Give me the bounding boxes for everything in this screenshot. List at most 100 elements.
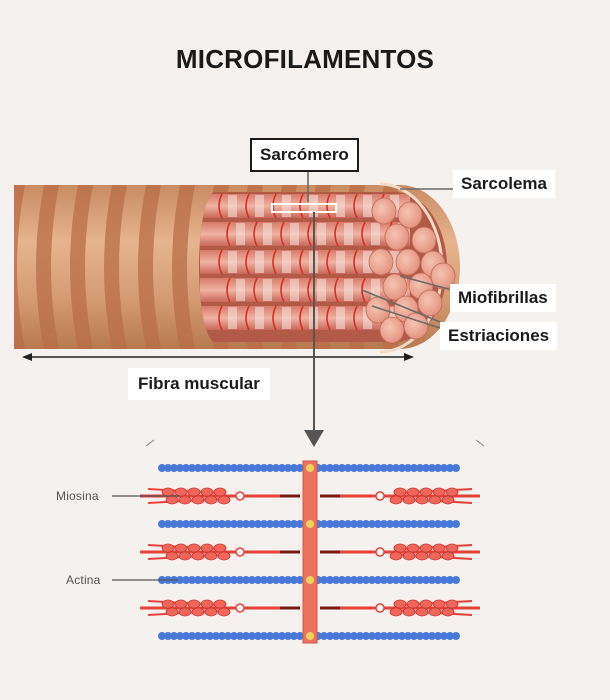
label-actina: Actina (66, 573, 101, 587)
actin-bead (326, 632, 334, 640)
myosin-head (217, 495, 231, 505)
actin-bead (188, 520, 196, 528)
actin-bead (272, 464, 280, 472)
light-band (228, 251, 237, 273)
myosin-head (174, 599, 188, 609)
light-band (317, 279, 326, 301)
myosin-head (402, 495, 416, 505)
actin-bead (266, 464, 274, 472)
actin-bead (224, 520, 232, 528)
myosin-head (402, 607, 416, 617)
actin-bead (194, 464, 202, 472)
actin-bead (170, 632, 178, 640)
fiber-length-arrow (22, 353, 414, 361)
actin-bead (368, 576, 376, 584)
striation-line (299, 305, 304, 331)
actin-bead (284, 520, 292, 528)
actin-bead (380, 632, 388, 640)
striation-line (280, 221, 285, 247)
actin-bead (374, 576, 382, 584)
myofibril-end (371, 197, 397, 225)
actin-bead (416, 632, 424, 640)
myosin-head (161, 599, 175, 609)
light-band (236, 279, 245, 301)
actin-bead (440, 576, 448, 584)
actin-bead (446, 520, 454, 528)
actin-bead (206, 520, 214, 528)
actin-bead (158, 520, 166, 528)
myosin-head (204, 551, 218, 561)
light-band (344, 279, 353, 301)
label-sarcomero: Sarcómero (250, 138, 359, 172)
actin-bead (434, 520, 442, 528)
actin-bead (254, 576, 262, 584)
actin-bead (212, 576, 220, 584)
light-band (363, 251, 372, 273)
actin-bead (386, 632, 394, 640)
actin-bead (248, 576, 256, 584)
striation-line (245, 305, 250, 331)
actin-bead (422, 576, 430, 584)
actin-bead (230, 576, 238, 584)
actin-bead (380, 464, 388, 472)
myosin-ring (375, 603, 385, 613)
actin-bead (242, 632, 250, 640)
actin-bead (206, 464, 214, 472)
light-band (390, 251, 399, 273)
myosin-head (204, 607, 218, 617)
striation-line (326, 193, 331, 219)
actin-bead (230, 520, 238, 528)
light-band (336, 195, 345, 217)
actin-bead (296, 576, 304, 584)
actin-bead (338, 520, 346, 528)
striation-line (218, 305, 223, 331)
light-band (228, 195, 237, 217)
striation-line (334, 221, 339, 247)
actin-bead (386, 464, 394, 472)
striation-line (326, 305, 331, 331)
actin-bead (290, 520, 298, 528)
striation-line (307, 221, 312, 247)
actin-bead (296, 520, 304, 528)
fiber-band (138, 185, 161, 349)
label-fibra-muscular: Fibra muscular (128, 368, 270, 400)
actin-bead (272, 576, 280, 584)
actin-bead (326, 520, 334, 528)
myosin-head (178, 551, 192, 561)
actin-bead (392, 632, 400, 640)
actin-bead (266, 632, 274, 640)
striation-line (334, 277, 339, 303)
actin-bead (230, 632, 238, 640)
myosin-head (389, 607, 403, 617)
actin-bead (440, 520, 448, 528)
myofibril-end (430, 262, 456, 290)
actin-bead (260, 464, 268, 472)
myosin-head (406, 487, 420, 497)
actin-bead (386, 576, 394, 584)
actin-bead (248, 520, 256, 528)
myosin-head (191, 495, 205, 505)
actin-bead (176, 520, 184, 528)
actin-bead (434, 464, 442, 472)
light-band (344, 223, 353, 245)
myosin-head (191, 607, 205, 617)
actin-bead (284, 632, 292, 640)
actin-bead (170, 520, 178, 528)
actin-bead (428, 520, 436, 528)
myosin-head (165, 607, 179, 617)
actin-bead (344, 464, 352, 472)
actin-bead (236, 464, 244, 472)
light-band (317, 223, 326, 245)
actin-bead (176, 576, 184, 584)
actin-bead (212, 464, 220, 472)
actin-bead (260, 576, 268, 584)
actin-bead (350, 632, 358, 640)
myosin-head (415, 495, 429, 505)
actin-bead (206, 632, 214, 640)
myofibril-end (397, 201, 423, 229)
sarcomere-detail (140, 460, 480, 644)
actin-bead (206, 576, 214, 584)
myofibril-end (395, 248, 421, 276)
fiber-band (104, 185, 127, 349)
myofibril-end (417, 289, 443, 317)
